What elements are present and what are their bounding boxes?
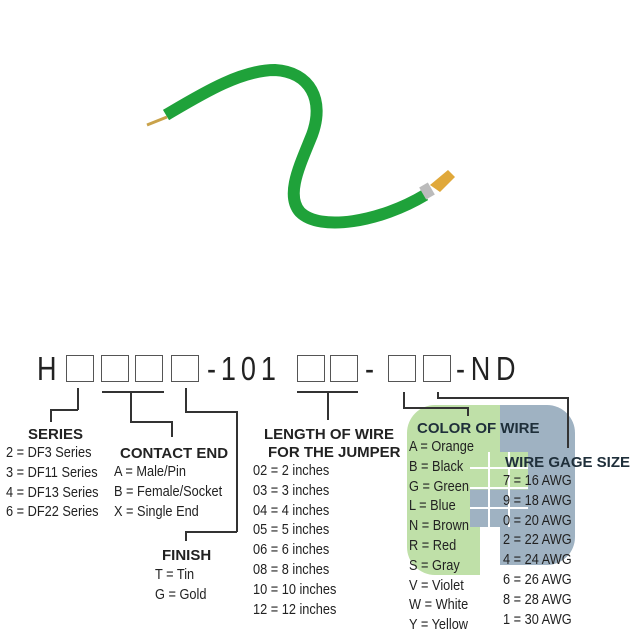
length-box-1 [297,355,325,382]
connector-line [77,388,79,410]
contact-box-1 [101,355,129,382]
color-item: Y = Yellow [409,617,469,634]
gage-list: 7 = 16 AWG 9 = 18 AWG 0 = 20 AWG 2 = 22 … [503,472,581,630]
length-item: 10 = 10 inches [253,581,337,598]
series-box [66,355,94,382]
length-item: 04 = 4 inches [253,502,330,519]
part-separator: - [365,350,375,387]
series-item: 6 = DF22 Series [6,504,99,521]
gage-item: 8 = 28 AWG [503,591,572,608]
ferrule [419,182,435,200]
color-item: B = Black [409,458,464,475]
color-box-1 [388,355,416,382]
connector-line [171,421,173,437]
length-item: 05 = 5 inches [253,522,330,539]
gage-item: 7 = 16 AWG [503,473,572,489]
contact-end-item: X = Single End [114,503,199,520]
series-item: 4 = DF13 Series [6,484,99,501]
green-wire [162,63,429,229]
gage-item: 4 = 24 AWG [503,552,572,569]
length-title-line1: LENGTH OF WIRE [264,426,394,443]
gage-item: 1 = 30 AWG [503,611,572,628]
color-item: W = White [409,597,469,614]
color-item: L = Blue [409,498,456,515]
finish-box [171,355,199,382]
color-item: R = Red [409,537,457,554]
connector-line [185,388,187,412]
jumper-wire-image [146,63,455,229]
series-list: 2 = DF3 Series 3 = DF11 Series 4 = DF13 … [6,444,111,523]
color-item: V = Violet [409,577,464,594]
finish-list: T = Tin G = Gold [155,566,213,606]
logo-green-tab [470,405,500,455]
socket-contact [430,170,455,192]
length-item: 08 = 8 inches [253,561,330,578]
finish-item: T = Tin [155,567,195,583]
part-suffix: -ND [456,350,522,387]
connector-line [50,409,52,422]
contact-box-2 [135,355,163,382]
connector-line [130,421,172,423]
length-title-line2: FOR THE JUMPER [268,444,401,461]
logo-green-shape [407,405,480,575]
length-item: 03 = 3 inches [253,482,330,499]
gage-box [423,355,451,382]
connector-line [50,409,78,411]
gage-item: 2 = 22 AWG [503,532,572,549]
series-title: SERIES [28,426,84,443]
connector-line [236,411,238,532]
part-prefix: H [37,350,58,387]
connector-line [403,407,468,409]
connector-line [185,531,187,541]
finish-item: G = Gold [155,586,207,603]
finish-title: FINISH [162,547,212,564]
length-item: 06 = 6 inches [253,542,330,559]
connector-line [467,407,469,416]
pin-contact [146,115,168,127]
series-item: 3 = DF11 Series [6,464,98,481]
color-item: A = Orange [409,439,474,455]
connector-line [185,411,237,413]
connector-line [185,531,237,533]
logo-grid [470,452,528,527]
connector-line [437,397,568,399]
connector-line [102,391,164,393]
series-item: 2 = DF3 Series [6,445,92,461]
color-item: S = Gray [409,557,460,574]
color-item: N = Brown [409,518,469,535]
gage-item: 6 = 26 AWG [503,571,572,588]
gage-item: 0 = 20 AWG [503,512,572,529]
connector-line [130,391,132,422]
length-item: 02 = 2 inches [253,463,330,479]
gage-title: WIRE GAGE SIZE [505,454,631,471]
connector-line [403,392,405,408]
part-middle: -101 [207,350,281,387]
contact-end-title: CONTACT END [120,445,229,462]
connector-line [437,392,439,398]
color-title: COLOR OF WIRE [417,420,540,437]
length-box-2 [330,355,358,382]
length-list: 02 = 2 inches 03 = 3 inches 04 = 4 inche… [253,462,348,620]
color-list: A = Orange B = Black G = Green L = Blue … [409,438,483,636]
contact-end-item: B = Female/Socket [114,483,223,500]
length-item: 12 = 12 inches [253,601,337,618]
connector-line [327,391,329,420]
connector-line [567,397,569,448]
contact-end-list: A = Male/Pin B = Female/Socket X = Singl… [114,463,237,522]
contact-end-item: A = Male/Pin [114,464,186,480]
color-item: G = Green [409,478,469,495]
gage-item: 9 = 18 AWG [503,492,572,509]
